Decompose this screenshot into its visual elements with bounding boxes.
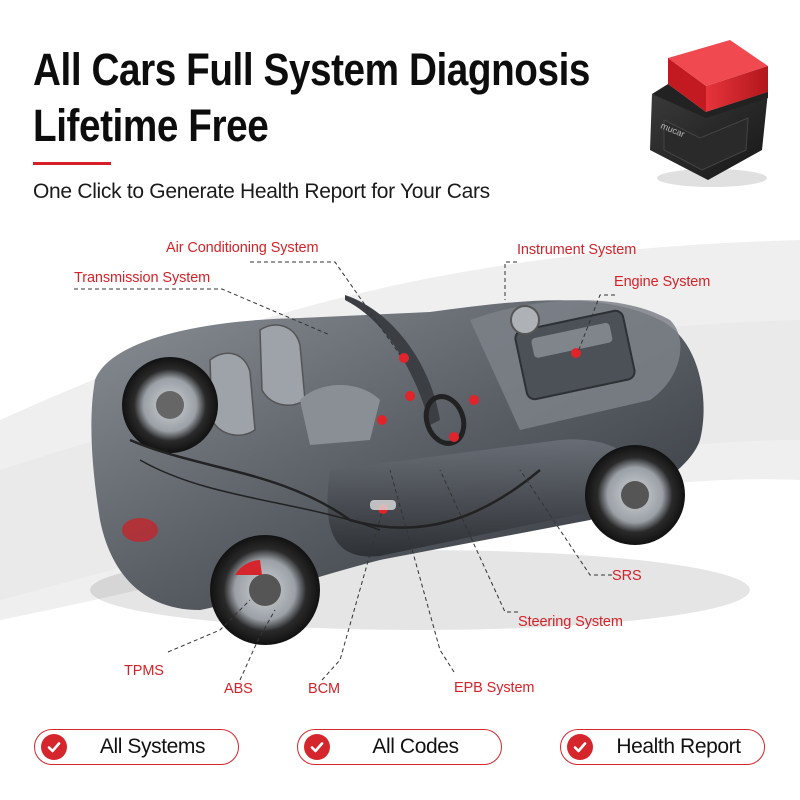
feature-pill-health-report: Health Report bbox=[560, 729, 765, 765]
callout-epb: EPB System bbox=[454, 680, 535, 696]
check-icon bbox=[304, 734, 330, 760]
callout-tpms: TPMS bbox=[124, 663, 164, 679]
callout-transmission: Transmission System bbox=[74, 270, 211, 286]
callout-abs: ABS bbox=[224, 681, 253, 697]
title-underline bbox=[33, 162, 111, 165]
headline-line-2: Lifetime Free bbox=[33, 100, 269, 151]
callout-air-conditioning: Air Conditioning System bbox=[166, 240, 319, 256]
callout-steering: Steering System bbox=[518, 614, 623, 630]
check-icon bbox=[41, 734, 67, 760]
callout-engine: Engine System bbox=[614, 274, 711, 290]
subtitle: One Click to Generate Health Report for … bbox=[33, 180, 490, 203]
feature-label: All Systems bbox=[99, 735, 206, 758]
feature-label: All Codes bbox=[372, 735, 459, 758]
headline-line-1: All Cars Full System Diagnosis bbox=[33, 44, 591, 95]
callout-bcm: BCM bbox=[308, 681, 340, 697]
feature-pill-all-systems: All Systems bbox=[34, 729, 239, 765]
callout-srs: SRS bbox=[612, 568, 642, 584]
feature-pill-all-codes: All Codes bbox=[297, 729, 502, 765]
headline: All Cars Full System Diagnosis Lifetime … bbox=[33, 42, 590, 154]
feature-label: Health Report bbox=[616, 735, 741, 758]
callout-instrument: Instrument System bbox=[517, 242, 637, 258]
check-icon bbox=[567, 734, 593, 760]
